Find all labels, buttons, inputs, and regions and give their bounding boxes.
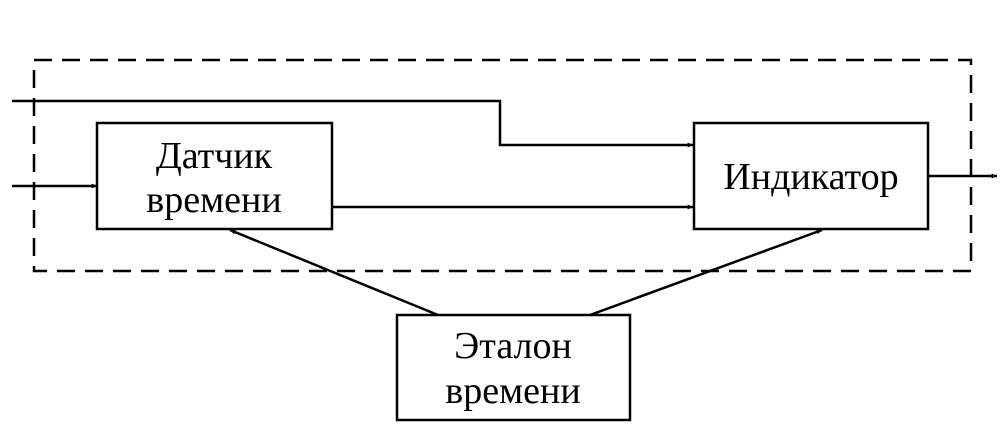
sensor-block: Датчик времени	[95, 121, 334, 231]
system-boundary	[32, 58, 973, 273]
indicator-block: Индикатор	[692, 121, 930, 231]
standard-label-line2: времени	[445, 370, 580, 412]
time-standard-block: Эталон времени	[395, 313, 632, 422]
standard-label-line1: Эталон	[454, 325, 572, 367]
indicator-label: Индикатор	[723, 156, 898, 198]
standard-to-indicator-arrow	[589, 228, 823, 317]
bypass-signal-line	[12, 99, 694, 148]
standard-to-sensor-arrow	[229, 228, 439, 317]
sensor-label-line1: Датчик	[156, 135, 273, 177]
sensor-label-line2: времени	[146, 179, 281, 221]
